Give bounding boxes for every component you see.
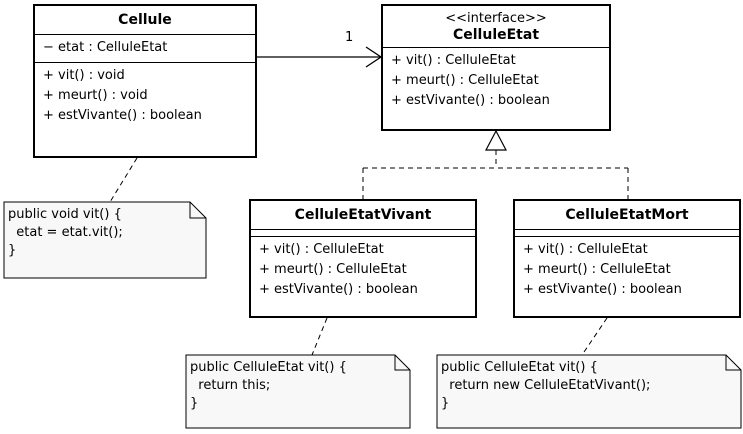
operations-compartment: + vit() : CelluleEtat + meurt() : Cellul… — [251, 236, 475, 304]
note-vivant-vit: public CelluleEtat vit() { return this; … — [190, 360, 347, 411]
operation: + vit() : void — [43, 68, 125, 83]
operation: + estVivante() : boolean — [523, 282, 682, 297]
note-shape-cellule — [3, 201, 207, 279]
operation: + estVivante() : boolean — [391, 93, 550, 108]
note-shape-mort — [436, 354, 742, 429]
realization-connector — [362, 129, 629, 199]
class-cellule-etat-vivant[interactable]: CelluleEtatVivant + vit() : CelluleEtat … — [249, 199, 477, 318]
interface-cellule-etat[interactable]: <<interface>> CelluleEtat + vit() : Cell… — [381, 4, 611, 131]
operation: + vit() : CelluleEtat — [523, 242, 648, 257]
association-multiplicity: 1 — [345, 30, 354, 45]
operation: + meurt() : void — [43, 88, 148, 103]
operation: + meurt() : CelluleEtat — [259, 262, 407, 277]
class-name: CelluleEtat — [452, 27, 540, 43]
note-anchor-vivant — [311, 317, 328, 356]
operation: + estVivante() : boolean — [259, 282, 418, 297]
stereotype-label: <<interface>> — [445, 11, 547, 26]
operation: + vit() : CelluleEtat — [259, 242, 384, 257]
operations-compartment: + vit() : CelluleEtat + meurt() : Cellul… — [515, 236, 739, 304]
operations-compartment: + vit() : CelluleEtat + meurt() : Cellul… — [383, 47, 609, 115]
operation: + vit() : CelluleEtat — [391, 53, 516, 68]
operations-compartment: + vit() : void + meurt() : void + estViv… — [35, 62, 255, 130]
operation: + meurt() : CelluleEtat — [523, 262, 671, 277]
class-cellule[interactable]: Cellule − etat : CelluleEtat + vit() : v… — [33, 4, 257, 158]
note-anchor-mort — [581, 317, 608, 356]
attributes-compartment: − etat : CelluleEtat — [35, 34, 255, 62]
note-anchor-cellule — [109, 157, 138, 203]
note-mort-vit: public CelluleEtat vit() { return new Ce… — [441, 360, 651, 411]
note-shape-vivant — [185, 354, 411, 429]
operation: + meurt() : CelluleEtat — [391, 73, 539, 88]
class-cellule-etat-mort[interactable]: CelluleEtatMort + vit() : CelluleEtat + … — [513, 199, 741, 318]
attributes-compartment — [251, 229, 475, 236]
realization-triangle — [485, 129, 507, 151]
note-cellule-vit: public void vit() { etat = etat.vit(); } — [8, 207, 123, 258]
class-name: Cellule — [118, 12, 172, 28]
class-name: CelluleEtatMort — [565, 207, 689, 223]
operation: + estVivante() : boolean — [43, 108, 202, 123]
attributes-compartment — [515, 229, 739, 236]
class-name: CelluleEtatVivant — [294, 207, 432, 223]
attribute: − etat : CelluleEtat — [43, 40, 168, 55]
